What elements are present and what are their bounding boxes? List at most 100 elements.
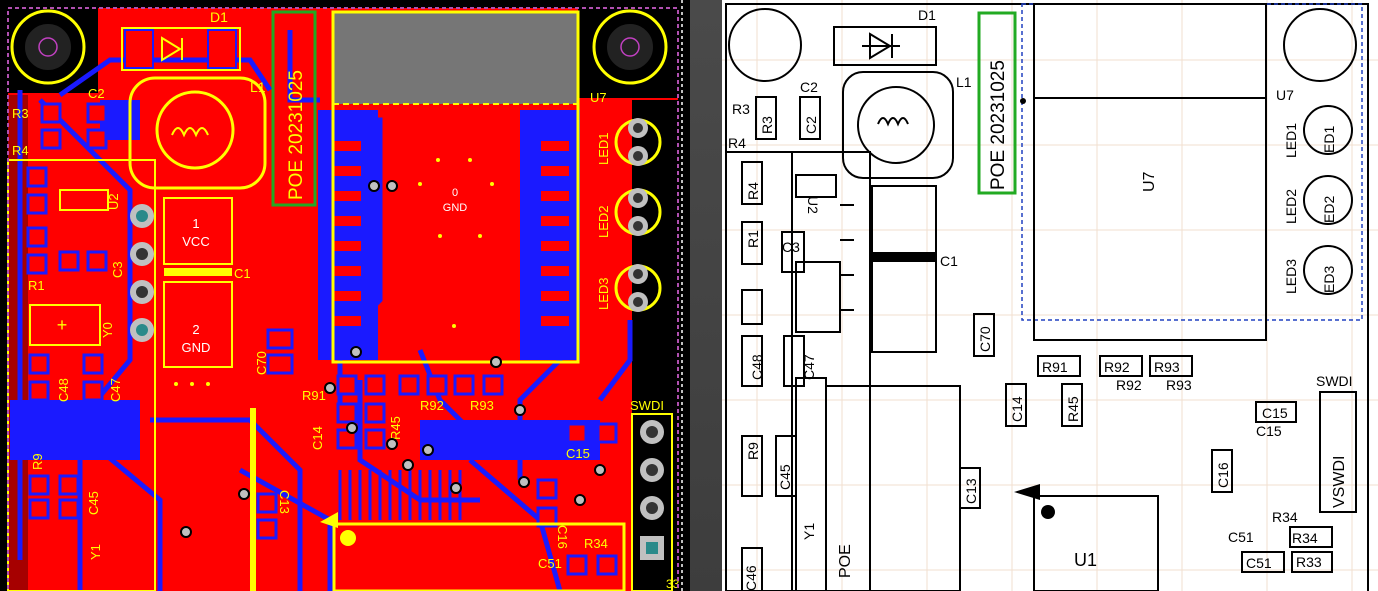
label-r34-body: R34 bbox=[1292, 530, 1318, 546]
label-y0: Y0 bbox=[100, 322, 115, 338]
label-r3-body: R3 bbox=[759, 116, 775, 134]
label-r34: R34 bbox=[584, 536, 608, 551]
board-text-keepout bbox=[977, 11, 1017, 195]
label-l1: L1 bbox=[956, 74, 972, 90]
label-r3: R3 bbox=[12, 106, 29, 121]
c1-body bbox=[871, 185, 937, 353]
label-r1: R1 bbox=[745, 230, 761, 248]
label-u2: U2 bbox=[106, 193, 121, 210]
label-c51-body: C51 bbox=[1246, 555, 1272, 571]
label-swdi: SWDI bbox=[1316, 373, 1353, 389]
label-u7-body: U7 bbox=[1141, 171, 1158, 192]
led-outlines bbox=[1303, 105, 1353, 295]
label-led1: LED1 bbox=[596, 132, 611, 165]
label-c15: C15 bbox=[1262, 405, 1288, 421]
label-c13: C13 bbox=[277, 490, 292, 514]
diode-icon bbox=[862, 32, 900, 60]
label-r34: R34 bbox=[1272, 509, 1298, 525]
label-c51: C51 bbox=[1228, 529, 1254, 545]
label-r4-body: R4 bbox=[745, 182, 761, 200]
label-c1: C1 bbox=[234, 266, 251, 281]
label-r45: R45 bbox=[1065, 396, 1081, 422]
c1-pad-1 bbox=[163, 197, 233, 265]
label-r4: R4 bbox=[728, 135, 746, 151]
label-c16: C16 bbox=[1215, 462, 1231, 488]
label-c3: C3 bbox=[110, 261, 125, 278]
label-poe: POE bbox=[837, 544, 854, 578]
u1-pins bbox=[338, 470, 462, 520]
swdi-header bbox=[631, 413, 673, 591]
label-c47: C47 bbox=[801, 354, 817, 380]
label-c2: C2 bbox=[800, 79, 818, 95]
label-led2: LED2 bbox=[1283, 189, 1299, 224]
label-swdi: SWDI bbox=[630, 398, 664, 413]
label-c2-body: C2 bbox=[803, 116, 819, 134]
label-c3: C3 bbox=[782, 239, 800, 255]
svg-text:+: + bbox=[57, 315, 68, 335]
l1-outline bbox=[128, 76, 267, 190]
label-ed1: ED1 bbox=[1321, 126, 1337, 153]
label-r92: R92 bbox=[420, 398, 444, 413]
board-text: POE 20231025 bbox=[988, 60, 1009, 190]
label-led1: LED1 bbox=[1283, 123, 1299, 158]
u1-body bbox=[1033, 495, 1159, 591]
label-c45: C45 bbox=[777, 464, 793, 490]
label-c15: C15 bbox=[566, 446, 590, 461]
label-c13: C13 bbox=[963, 478, 979, 504]
smd-pads-left bbox=[26, 102, 108, 520]
mounting-holes bbox=[10, 9, 668, 85]
label-c70: C70 bbox=[254, 351, 269, 375]
label-r9: R9 bbox=[30, 453, 45, 470]
th-header-u2 bbox=[130, 204, 154, 342]
pad-2-net: GND bbox=[182, 340, 211, 355]
label-b3: 33 bbox=[666, 577, 680, 591]
label-c14: C14 bbox=[310, 426, 325, 450]
label-r93: R93 bbox=[1154, 359, 1180, 375]
label-d1: D1 bbox=[210, 9, 228, 25]
u7-body bbox=[1033, 3, 1267, 341]
shield-pad-net: GND bbox=[443, 202, 468, 214]
swdi-header bbox=[1319, 391, 1357, 513]
label-vswdi: VSWDI bbox=[1331, 456, 1348, 508]
vias bbox=[180, 180, 606, 538]
l1-body bbox=[842, 71, 954, 179]
u7-shield-top bbox=[333, 12, 578, 104]
label-c14: C14 bbox=[1009, 396, 1025, 422]
label-r4: R4 bbox=[12, 143, 29, 158]
shield-pad-number: 0 bbox=[452, 187, 458, 199]
label-r91: R91 bbox=[302, 388, 326, 403]
inductor-icon bbox=[877, 117, 909, 127]
mount-hole-left bbox=[728, 8, 802, 82]
shield-fingers bbox=[331, 139, 571, 328]
pcb-layer-view[interactable]: 0 GND POE 20231025 D1 L1 1 VCC 2 GND bbox=[0, 0, 690, 591]
label-r3: R3 bbox=[732, 101, 750, 117]
c1-pad-2 bbox=[163, 281, 233, 368]
label-c1: C1 bbox=[940, 253, 958, 269]
label-y1: Y1 bbox=[88, 544, 103, 560]
label-c46: C46 bbox=[743, 565, 759, 591]
inductor-icon bbox=[171, 127, 209, 138]
label-ed2: ED2 bbox=[1321, 196, 1337, 223]
label-l1: L1 bbox=[250, 79, 266, 95]
diode-icon bbox=[161, 36, 183, 62]
label-c51: C51 bbox=[538, 556, 562, 571]
label-c48: C48 bbox=[56, 378, 71, 402]
swdi-pins bbox=[640, 420, 664, 560]
pad-2-number: 2 bbox=[192, 322, 199, 337]
label-ed3: ED3 bbox=[1321, 266, 1337, 293]
u2-area bbox=[791, 151, 871, 591]
label-c70: C70 bbox=[977, 326, 993, 352]
pad-1-number: 1 bbox=[192, 216, 199, 231]
label-y1: Y1 bbox=[801, 523, 817, 540]
u7-shield-outline bbox=[331, 10, 580, 364]
assembly-view[interactable]: D1 L1 R3 R3 C2 C2 R4 POE 20231025 bbox=[722, 0, 1378, 591]
pane-divider[interactable] bbox=[690, 0, 722, 591]
board-text-keepout bbox=[271, 10, 317, 207]
label-led3: LED3 bbox=[596, 277, 611, 310]
label-u7: U7 bbox=[590, 90, 607, 105]
label-r91: R91 bbox=[1042, 359, 1068, 375]
label-r93-ref: R93 bbox=[1166, 377, 1192, 393]
label-led2: LED2 bbox=[596, 205, 611, 238]
mount-hole-right bbox=[1283, 8, 1357, 82]
